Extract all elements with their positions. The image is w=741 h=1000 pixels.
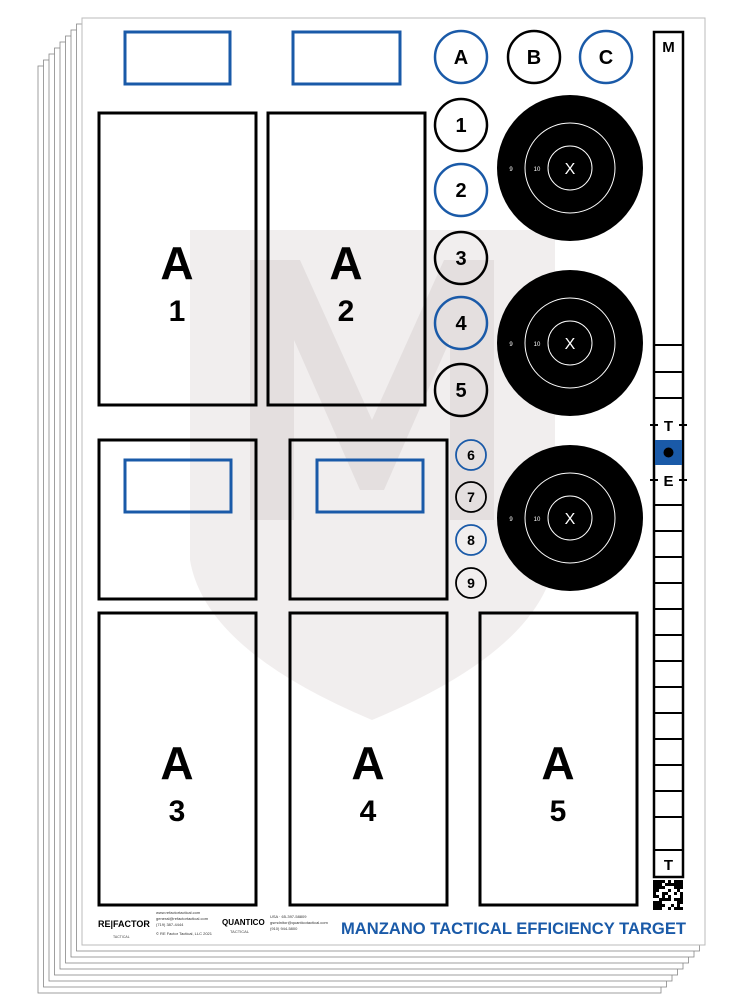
letter-circle-c: C [578,29,634,85]
zone-letter: A [329,237,362,289]
middle-box [288,438,449,601]
number-circle-1-label: 1 [455,115,466,137]
number-circle-3: 3 [433,230,489,286]
bullseye-target: X 10 9 [497,445,643,591]
ring-label: 10 [534,342,541,348]
qr-code [653,880,683,910]
strip-dot [663,447,674,458]
number-circle-3-label: 3 [455,248,466,270]
strip-e-mark: E [663,473,673,490]
number-circle-5: 5 [433,362,489,418]
letter-circle-a: A [433,29,489,85]
a-zone-3: A3 [97,611,258,907]
bullseye-target: X 10 9 [497,95,643,241]
bullseye-x: X [565,511,576,528]
zone-number: 5 [550,795,567,828]
number-circle-6: 6 [455,439,487,471]
number-circle-4-label: 4 [455,313,467,335]
a-zone-1: A1 [97,111,258,407]
number-circle-5-label: 5 [455,380,466,402]
bullseye-target: X 10 9 [497,270,643,416]
number-circle-9: 9 [455,567,487,599]
blue-score-box [315,458,425,514]
brand2-sub: TACTICAL [230,929,250,934]
middle-box [97,438,258,601]
target-title: MANZANO TACTICAL EFFICIENCY TARGET [341,920,686,938]
number-circle-7: 7 [455,481,487,513]
zone-number: 1 [169,295,186,328]
zone-number: 2 [338,295,355,328]
letter-circle-c-label: C [599,47,613,69]
number-circle-4: 4 [433,295,489,351]
a-zone-2: A2 [266,111,427,407]
zone-letter: A [160,737,193,789]
a-zone-5: A5 [478,611,639,907]
zone-number: 3 [169,795,186,828]
footer: RE|FACTOR TACTICAL www.refactortactical.… [98,910,686,939]
strip-t-mark: T [664,418,673,435]
bullseye-x: X [565,161,576,178]
number-circle-9-label: 9 [467,575,475,591]
brand2-info: USA · 65-397-58809 [270,914,307,919]
brand2-logo: QUANTICO [222,918,265,927]
letter-circle-b-label: B [527,47,541,69]
a-zone-4: A4 [288,611,449,907]
number-circle-8: 8 [455,524,487,556]
brand1-info: www.refactortactical.com [156,910,201,915]
zone-letter: A [160,237,193,289]
number-circle-2: 2 [433,162,489,218]
ring-label: 10 [534,167,541,173]
brand1-logo: RE|FACTOR [98,919,150,929]
number-circle-6-label: 6 [467,447,475,463]
bullseye-x: X [565,336,576,353]
blue-score-box [291,30,402,86]
number-circle-7-label: 7 [467,489,475,505]
brand2-info: (910) 944-5800 [270,926,298,931]
zone-letter: A [541,737,574,789]
ring-label: 9 [509,342,513,348]
brand2-info: gsmdnitor@quanticotactical.com [270,920,329,925]
ring-label: 9 [509,517,513,523]
letter-circle-b: B [506,29,562,85]
range-strip: M T E T [650,30,687,879]
number-circle-2-label: 2 [455,180,466,202]
blue-score-box [123,458,233,514]
brand1-info: general@refactortactical.com [156,916,209,921]
strip-bottom-label: T [664,857,673,874]
ring-label: 10 [534,517,541,523]
watermark-letter [250,260,494,520]
number-circle-8-label: 8 [467,532,475,548]
letter-circle-a-label: A [454,47,468,69]
blue-score-box [123,30,232,86]
strip-top-label: M [662,39,675,56]
zone-number: 4 [360,795,377,828]
brand1-sub: TACTICAL [113,935,130,939]
ring-label: 9 [509,167,513,173]
brand1-info: © RE Factor Tactical, LLC 2021 [156,931,213,936]
brand1-info: (719) 387-4444 [156,922,184,927]
zone-letter: A [351,737,384,789]
number-circle-1: 1 [433,97,489,153]
